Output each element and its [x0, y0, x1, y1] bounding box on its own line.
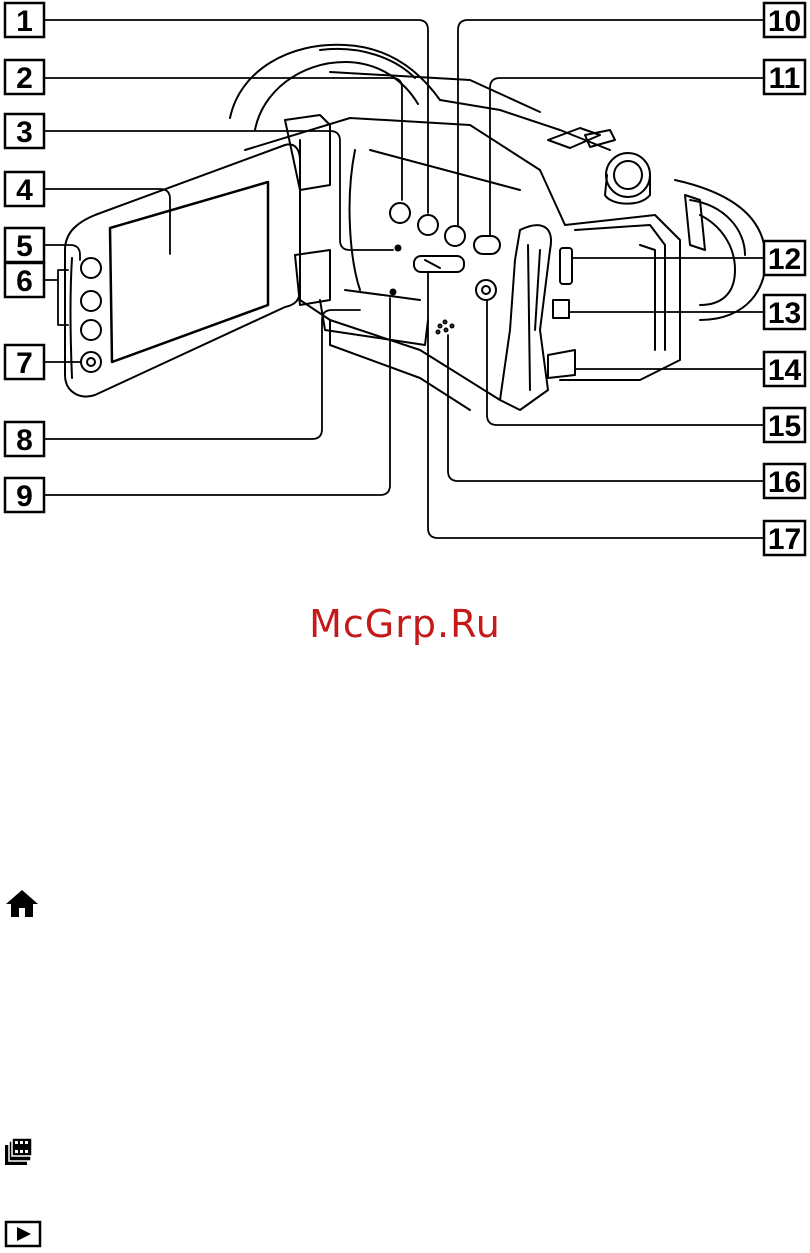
callout-16: 16	[768, 466, 801, 499]
callout-17: 17	[768, 523, 801, 556]
play-box-icon	[4, 1219, 42, 1249]
callout-14: 14	[768, 354, 802, 387]
callout-labels-left: 1 2 3 4 5 6 7 8 9	[5, 3, 44, 513]
callout-13: 13	[768, 297, 801, 330]
callout-8: 8	[16, 424, 33, 457]
callout-7: 7	[16, 347, 33, 380]
watermark-text: McGrp.Ru	[0, 602, 810, 646]
callout-4: 4	[16, 174, 33, 207]
callout-6: 6	[16, 265, 33, 298]
callout-5: 5	[16, 230, 33, 263]
callout-labels-right: 10 11 12 13 14 15 16 17	[764, 3, 805, 556]
callout-10: 10	[768, 5, 801, 38]
callout-2: 2	[16, 62, 33, 95]
callout-12: 12	[768, 243, 801, 276]
home-icon	[4, 888, 40, 918]
callout-9: 9	[16, 480, 33, 513]
callout-3: 3	[16, 116, 33, 149]
callout-1: 1	[16, 5, 33, 38]
camcorder-diagram: 1 2 3 4 5 6 7 8 9 10 11 12 13 14 15 16	[0, 0, 810, 560]
film-strip-icon	[4, 1136, 34, 1166]
camcorder-body	[230, 45, 766, 410]
leader-lines	[45, 20, 764, 538]
callout-15: 15	[768, 410, 801, 443]
callout-11: 11	[769, 62, 801, 95]
